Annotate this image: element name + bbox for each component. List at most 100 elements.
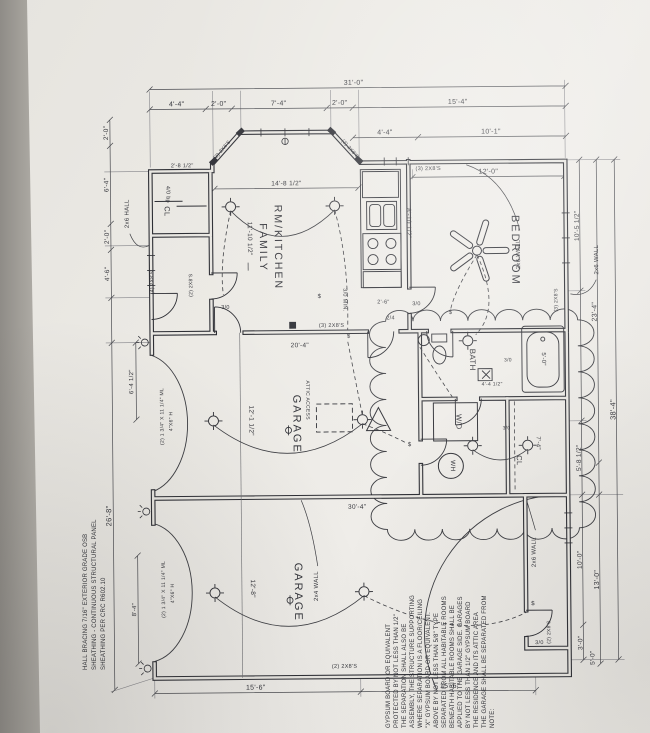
label-leaders bbox=[129, 164, 597, 567]
annotation-text: 7'-4" bbox=[271, 100, 287, 107]
bathtub bbox=[521, 325, 565, 393]
annotation-text: BEDROOM bbox=[509, 215, 522, 286]
attic-access-hatch bbox=[315, 403, 354, 433]
annotation-text: $ bbox=[318, 294, 322, 300]
annotation-text: 3/0 bbox=[503, 425, 511, 431]
annotation-text: 2'-0" bbox=[103, 125, 110, 140]
annotation-text: 3/0 MIN. bbox=[341, 288, 347, 311]
annotation-text: 14'-8 1/2" bbox=[271, 180, 302, 187]
toilet bbox=[431, 333, 448, 365]
annotation-text: 2x4 WALL bbox=[314, 571, 320, 601]
annotation-text: W/D bbox=[454, 414, 463, 430]
annotation-text: 10'-1" bbox=[481, 128, 501, 135]
annotation-text: 12'-1 1/2" bbox=[247, 405, 254, 436]
annotation-text: 2'-8 1/2" bbox=[171, 163, 194, 169]
annotation-text: 4"X6" H bbox=[168, 411, 174, 431]
bay-corner-blocks bbox=[208, 126, 364, 166]
annotation-text: 15'-4" bbox=[448, 99, 468, 106]
annotation-text: $ bbox=[408, 442, 412, 448]
annotation-text: (3) 2X8'S bbox=[319, 323, 345, 329]
ceiling-fan-icon bbox=[448, 218, 510, 283]
annotation-text: 38'-4" bbox=[608, 399, 617, 420]
annotation-text: 4'-4" bbox=[169, 101, 185, 108]
annotation-text: 26'-8" bbox=[104, 505, 113, 526]
annotation-text: 10'-0" bbox=[577, 550, 584, 569]
annotation-text: 2/4 bbox=[386, 315, 395, 321]
annotation-text: 11'-10 1/2" bbox=[246, 222, 253, 256]
annotation-texts: 31'-0" 4'-4" 2'-0" 7'-4" 2'-0" 15'-4" 4'-4" 10'… bbox=[103, 80, 618, 692]
annotation-text: 15'-6" bbox=[246, 685, 266, 692]
garage-separation-note: GYPSUM BOARD OR EQUIVALENT PROTECTED BY … bbox=[386, 594, 496, 728]
grid-line bbox=[239, 332, 244, 678]
water-heater-icon bbox=[437, 452, 464, 479]
annotation-text: GARAGE bbox=[290, 395, 303, 454]
annotation-text: (2) 2X8'S bbox=[340, 138, 360, 160]
annotation-text: (3) 2X8'S bbox=[553, 288, 559, 312]
washer-dryer bbox=[432, 402, 479, 442]
annotation-text: 3/0 bbox=[535, 640, 544, 646]
annotation-text: 4/0 bp bbox=[164, 186, 170, 203]
annotation-text: 8'-10 1/2" bbox=[405, 208, 412, 239]
annotation-text: (2) 1 3/4" X 11 1/4" ML bbox=[159, 388, 165, 445]
annotation-text: $ bbox=[449, 310, 453, 316]
annotation-text: (4) 2X8'S bbox=[149, 270, 155, 294]
annotation-text: 10'-5 1/2" bbox=[574, 210, 581, 241]
wiring-arcs-solid bbox=[213, 209, 528, 627]
revision-cloud bbox=[369, 308, 597, 541]
annotation-text: 2x6 WALL bbox=[531, 537, 537, 567]
annotation-text: $ bbox=[347, 334, 351, 340]
annotation-text: 2'-6" bbox=[377, 299, 390, 305]
annotation-text: RM/KITCHEN bbox=[272, 205, 285, 290]
annotation-text: 5'-8 1/2" bbox=[576, 444, 583, 471]
annotation-text: 2'-0" bbox=[332, 100, 348, 107]
annotation-text: 4'-4 1/2" bbox=[482, 381, 503, 387]
annotation-text: 2x6 HALL bbox=[125, 199, 131, 228]
annotation-text: 3/0 bbox=[221, 305, 230, 311]
annotation-text: CL bbox=[163, 206, 172, 216]
annotation-text: 12'-8" bbox=[249, 579, 256, 598]
bypass-door bbox=[154, 200, 207, 207]
annotation-text: (2) 1 3/4" X 11 1/4" ML bbox=[161, 561, 167, 618]
window-icons bbox=[147, 128, 573, 544]
annotation-text: 4'-6" bbox=[104, 266, 111, 281]
garage-door-arc bbox=[151, 355, 189, 492]
annotation-text: $ bbox=[531, 601, 535, 607]
annotation-text: 7'-4" bbox=[535, 436, 541, 450]
annotation-text: 4"X6" H bbox=[170, 583, 176, 603]
kitchen-counter bbox=[359, 168, 402, 289]
annotation-text: 15'-6" bbox=[440, 683, 460, 690]
wiring-arcs-switch-legs bbox=[221, 209, 531, 626]
annotation-text: ATTIC ACCESS bbox=[304, 380, 310, 420]
annotation-text: 20'-4" bbox=[291, 342, 310, 349]
outlet-icons bbox=[285, 321, 297, 606]
annotation-text: BATH bbox=[468, 349, 477, 371]
annotation-text: 31'-0" bbox=[344, 80, 364, 87]
dimension-lines bbox=[106, 82, 622, 697]
annotation-text: 3/0 bbox=[504, 357, 512, 363]
annotation-text: 2x6 WALL bbox=[516, 239, 522, 269]
closet-rod bbox=[513, 401, 516, 493]
annotation-text: 30'-4" bbox=[348, 504, 367, 511]
annotation-text: 3'-0" bbox=[577, 635, 584, 650]
annotation-text: 5'-0" bbox=[540, 352, 546, 366]
annotation-text: 6'-4 1/2" bbox=[129, 369, 135, 394]
annotation-text: GARAGE bbox=[292, 563, 305, 622]
annotation-text: 13'-0" bbox=[594, 570, 601, 590]
annotation-text: (2) 2X8'S bbox=[332, 664, 358, 670]
annotation-text: 5'-0" bbox=[589, 650, 596, 665]
door-swing-arcs-large bbox=[151, 355, 564, 691]
annotation-text: 2x6 WALL bbox=[594, 244, 600, 274]
hall-bracing-note: HALL BRACING 7/16" EXTERIOR GRADE OSB SH… bbox=[83, 519, 107, 670]
bath-sink bbox=[417, 334, 493, 382]
garage-door-arc bbox=[153, 523, 193, 662]
annotation-text: 2'-0" bbox=[211, 101, 227, 108]
annotation-text: 6'-4" bbox=[103, 177, 110, 192]
annotation-text: WH bbox=[449, 460, 456, 471]
annotation-text: 4'-4" bbox=[377, 129, 393, 136]
annotation-text: (2) 2X8'S bbox=[546, 620, 552, 644]
annotation-text: 3/0 bbox=[412, 301, 421, 307]
annotation-text: (2) 2X6'S bbox=[212, 139, 232, 161]
annotation-text: 2'-0" bbox=[104, 229, 111, 244]
